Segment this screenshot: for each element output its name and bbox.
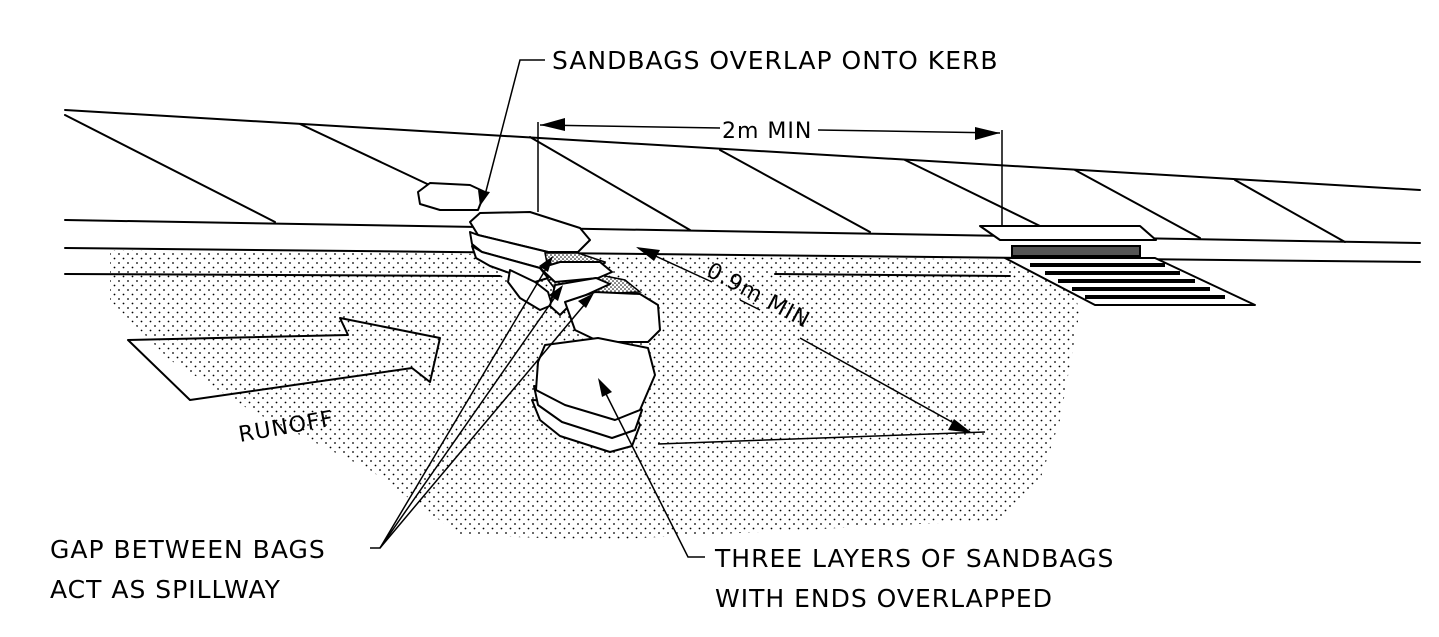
kerb-inlet-pit	[979, 225, 1256, 306]
dimension-0.9m	[636, 247, 986, 445]
sandbag-stack-lower	[531, 337, 656, 453]
kerb-top-line	[64, 219, 1421, 244]
runoff-arrow	[127, 317, 441, 401]
sandbag-stack-upper	[469, 211, 591, 311]
gutter-line-right	[774, 273, 1011, 277]
kerb-overlap-leader	[484, 59, 545, 196]
dimension-2m	[537, 118, 1003, 226]
label-layers-line1: THREE LAYERS OF SANDBAGS	[714, 544, 1114, 573]
kerb-face-line	[64, 247, 1421, 263]
road-edge-line	[64, 109, 1421, 191]
label-kerb-overlap: SANDBAGS OVERLAP ONTO KERB	[552, 46, 999, 75]
road-hatching	[64, 114, 1346, 243]
gap-leaders	[370, 256, 594, 549]
inlet-lintel-slot	[1011, 245, 1141, 257]
sandbag-on-kerb	[417, 182, 486, 211]
label-2m-min: 2m MIN	[722, 119, 812, 144]
label-layers-line2: WITH ENDS OVERLAPPED	[715, 584, 1053, 613]
label-gap-line1: GAP BETWEEN BAGS	[50, 535, 326, 564]
layers-leader	[599, 381, 705, 558]
grate-bars	[1030, 263, 1225, 299]
gutter-line	[64, 273, 501, 277]
sandbag-stack-middle	[539, 261, 661, 343]
label-gap-line2: ACT AS SPILLWAY	[50, 575, 281, 604]
